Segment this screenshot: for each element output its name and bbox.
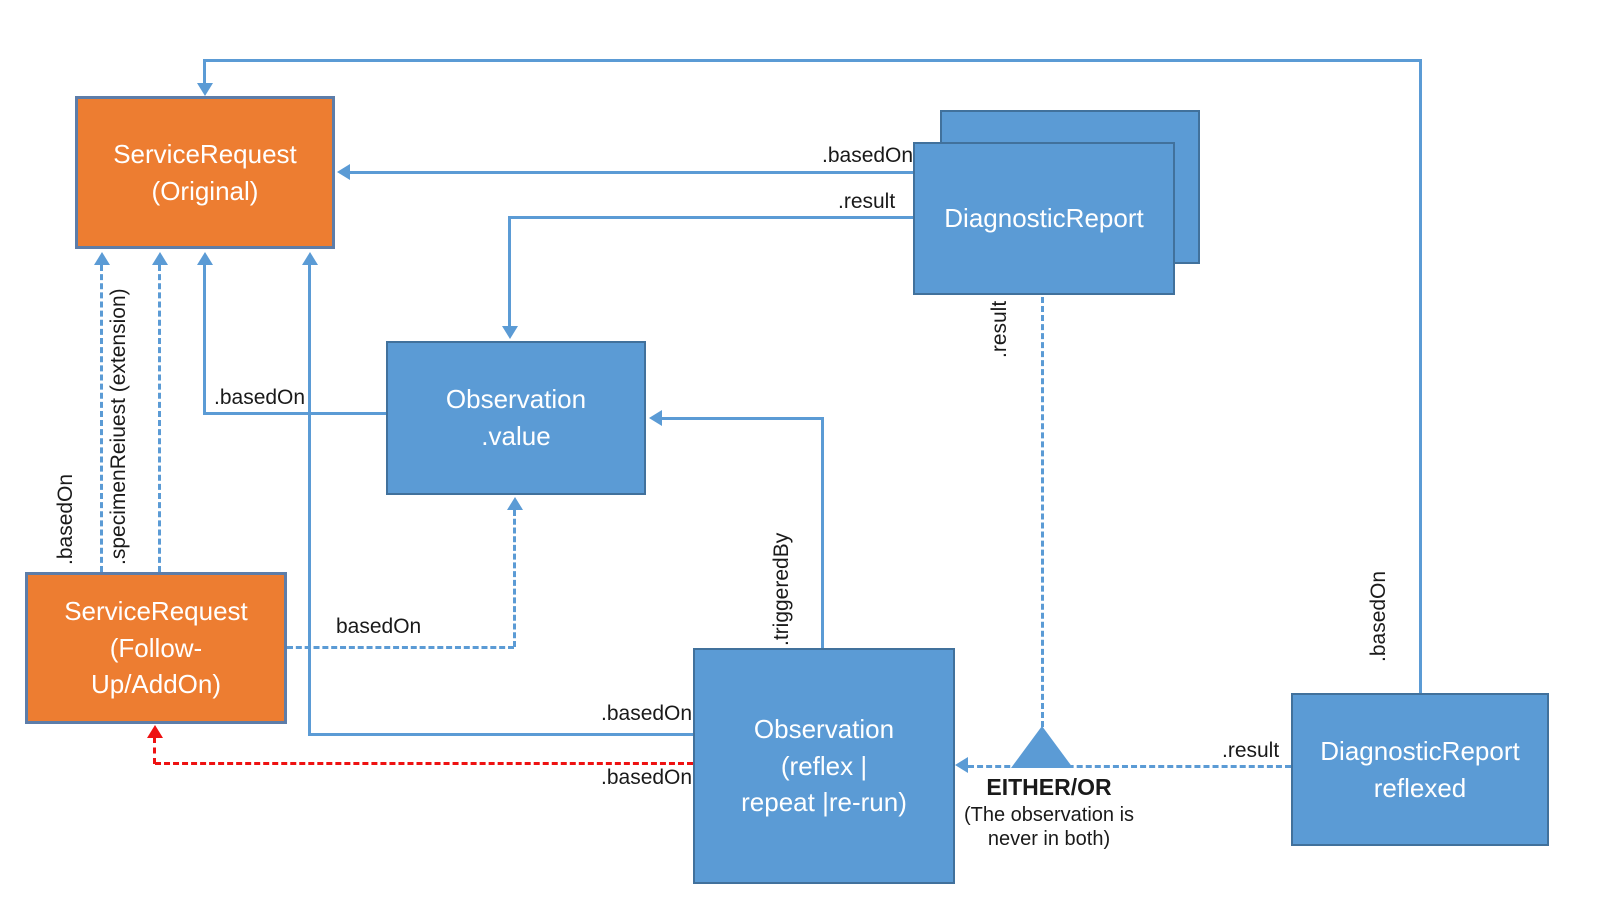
- node-label-line: Observation: [753, 713, 895, 744]
- node-label-line: (reflex |: [780, 750, 868, 781]
- node-observation-reflex: Observation (reflex | repeat |re-run): [693, 648, 955, 884]
- connector-dr-to-obsvalue-vertical: [508, 216, 511, 326]
- arrowhead-into-sroriginal-right: [337, 164, 350, 180]
- edge-label-specimen-request: .specimenReiuest (extension): [107, 288, 130, 565]
- node-diagnosticreport: DiagnosticReport: [913, 142, 1175, 295]
- arrowhead-into-sroriginal-bottom-2: [302, 252, 318, 265]
- edge-label-red-basedon: .basedOn: [601, 766, 693, 789]
- node-label-line: Observation: [445, 384, 587, 415]
- node-label-line: (Original): [151, 175, 259, 206]
- either-or-triangle: [1011, 726, 1073, 768]
- node-label-line: ServiceRequest: [113, 138, 297, 169]
- node-diagnosticreport-reflexed: DiagnosticReport reflexed: [1291, 693, 1549, 846]
- edge-label-dr-basedon: .basedOn: [822, 144, 914, 167]
- edge-label-followup-basedon-vertical: .basedOn: [54, 473, 77, 565]
- edge-label-reflexed-basedon: .basedOn: [1367, 570, 1390, 662]
- connector-dr-to-triangle-result: [1041, 297, 1044, 727]
- node-observation-value: Observation .value: [386, 341, 646, 495]
- arrowhead-into-sroriginal-bottom-1: [197, 252, 213, 265]
- arrowhead-into-sroriginal-top: [197, 83, 213, 96]
- connector-obsvalue-to-sroriginal-vertical: [203, 265, 206, 415]
- node-servicerequest-original: ServiceRequest (Original): [75, 96, 335, 249]
- connector-obsvalue-to-sroriginal-horizontal: [205, 412, 386, 415]
- node-label-line: DiagnosticReport: [1320, 735, 1520, 766]
- arrowhead-into-obsvalue-bottom: [507, 497, 523, 510]
- node-label-line: Up/AddOn): [90, 669, 222, 700]
- edge-label-dr-result-vertical: .result: [988, 300, 1011, 358]
- connector-obsreflex-to-followup-red-vertical: [153, 737, 156, 764]
- connector-triggeredby-vertical: [821, 417, 824, 648]
- connector-followup-to-sroriginal-basedon: [100, 265, 103, 572]
- connector-reflexed-to-sroriginal-stub: [203, 59, 206, 83]
- connector-followup-to-obsvalue-vertical: [513, 510, 516, 647]
- arrowhead-into-obsvalue-right: [649, 410, 662, 426]
- node-label-line: DiagnosticReport: [944, 203, 1144, 234]
- edge-label-triggeredby: .triggeredBy: [770, 532, 793, 646]
- node-label-line: (Follow-: [109, 632, 203, 663]
- node-servicerequest-followup: ServiceRequest (Follow- Up/AddOn): [25, 572, 287, 724]
- either-or-title: EITHER/OR: [986, 774, 1112, 800]
- arrowhead-followup-basedon: [94, 252, 110, 265]
- either-or-note-line1: (The observation is: [963, 804, 1135, 826]
- arrowhead-into-followup-bottom: [147, 725, 163, 738]
- arrowhead-into-obsreflex-right: [955, 757, 968, 773]
- arrowhead-followup-specimen: [152, 252, 168, 265]
- node-label-line: repeat |re-run): [741, 787, 907, 818]
- either-or-note-line2: never in both): [987, 828, 1111, 850]
- connector-followup-to-obsvalue-horizontal: [287, 646, 514, 649]
- connector-obsreflex-to-followup-red-horizontal: [155, 762, 693, 765]
- node-label-line: .value: [481, 421, 551, 451]
- node-label-line: ServiceRequest: [64, 595, 248, 626]
- connector-dr-to-obsvalue-horizontal: [510, 216, 913, 219]
- connector-followup-to-sroriginal-specimen: [158, 265, 161, 572]
- connector-obsreflex-to-sroriginal-vertical: [308, 265, 311, 736]
- edge-label-obsreflex-basedon: .basedOn: [601, 702, 693, 725]
- connector-dr-to-sroriginal: [350, 171, 913, 174]
- edge-label-followup-basedon: basedOn: [336, 615, 422, 638]
- connector-reflexed-to-sroriginal-top: [205, 59, 1422, 62]
- node-label-line: reflexed: [1373, 772, 1467, 803]
- edge-label-dr-result: .result: [838, 190, 896, 213]
- arrowhead-into-obsvalue-top: [502, 326, 518, 339]
- edge-label-obsvalue-basedon: .basedOn: [214, 386, 306, 409]
- connector-reflexed-to-sroriginal-vertical: [1419, 59, 1422, 693]
- edge-label-reflexed-result: .result: [1222, 739, 1280, 762]
- connector-triggeredby-horizontal: [662, 417, 823, 420]
- connector-obsreflex-to-sroriginal-horizontal: [309, 733, 693, 736]
- connector-reflexed-to-obsreflex-result: [968, 765, 1291, 768]
